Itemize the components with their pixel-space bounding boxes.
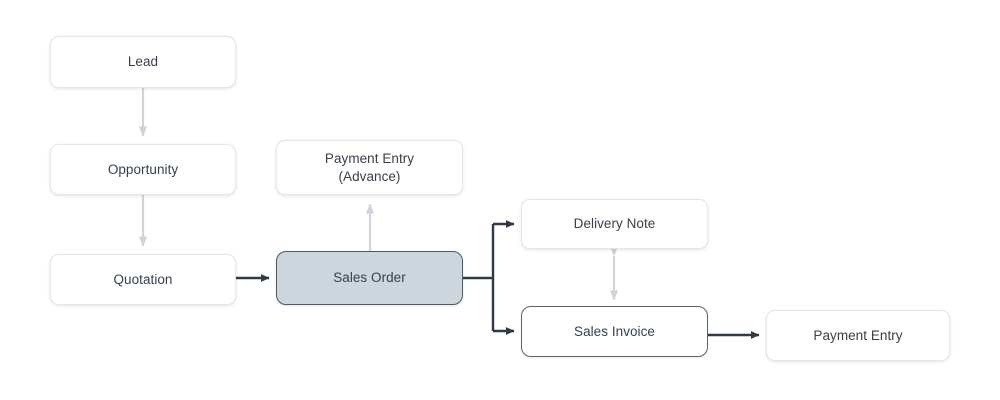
node-payment-entry-advance-label: Payment Entry (Advance) — [324, 150, 415, 184]
node-payment-entry-label: Payment Entry — [813, 327, 903, 343]
node-lead-label: Lead — [127, 54, 159, 70]
node-quotation-label: Quotation — [113, 271, 173, 287]
node-opportunity[interactable]: Opportunity — [50, 144, 236, 195]
node-payment-entry[interactable]: Payment Entry — [766, 310, 950, 361]
node-delivery-note[interactable]: Delivery Note — [521, 199, 708, 249]
node-quotation[interactable]: Quotation — [50, 254, 236, 305]
node-payment-entry-advance[interactable]: Payment Entry (Advance) — [276, 140, 463, 195]
node-sales-invoice-label: Sales Invoice — [574, 323, 655, 339]
node-sales-order-label: Sales Order — [333, 270, 406, 286]
node-sales-invoice[interactable]: Sales Invoice — [521, 306, 708, 357]
node-lead[interactable]: Lead — [50, 36, 236, 88]
node-sales-order[interactable]: Sales Order — [276, 251, 463, 305]
node-opportunity-label: Opportunity — [107, 161, 179, 177]
edge-sales-order-branch-trunk — [463, 224, 495, 331]
node-delivery-note-label: Delivery Note — [573, 216, 656, 232]
